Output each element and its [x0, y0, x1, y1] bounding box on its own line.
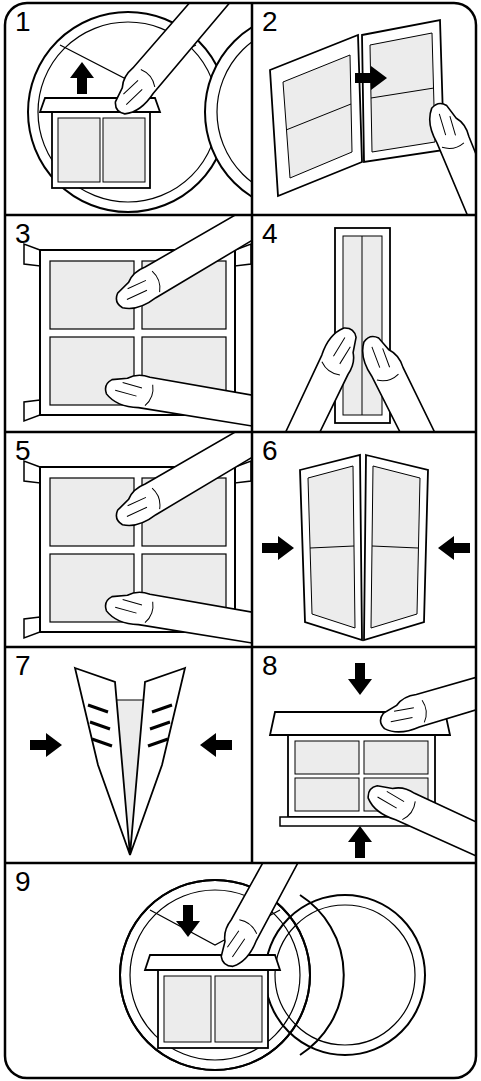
dryer-drum-figure: [120, 880, 310, 1070]
filter-fold-figure: [130, 668, 185, 855]
filter-open-figure: [362, 20, 444, 162]
step-panel: 2: [252, 3, 476, 215]
filter-fold-figure: [75, 668, 130, 855]
panel-grid: [5, 214, 476, 217]
filter-open-figure: [286, 104, 351, 130]
dryer-drum-figure: [120, 863, 425, 1070]
panel-grid: [5, 3, 476, 1078]
dryer-drum-figure: [176, 905, 200, 937]
panel-grid: [5, 431, 476, 434]
filter-close-figure: [295, 778, 359, 811]
step-number: 8: [252, 647, 278, 681]
filter-fold-figure: [364, 455, 428, 640]
filter-open-figure: [423, 97, 476, 215]
panel-grid: [5, 646, 476, 649]
step-number: 5: [5, 432, 31, 466]
filter-open-figure: [355, 66, 387, 90]
step-number: 7: [5, 647, 31, 681]
dryer-drum-figure: [28, 3, 252, 212]
step-number: 1: [5, 3, 31, 37]
panel-grid: [5, 862, 476, 865]
step-number: 6: [252, 432, 278, 466]
filter-fold-figure: [372, 546, 418, 548]
dryer-drum-figure: [205, 12, 252, 212]
filter-fold-figure: [371, 466, 420, 628]
dryer-drum-figure: [211, 863, 323, 972]
filter-closed-figure: [355, 330, 460, 432]
filter-flat-figure: [24, 432, 252, 647]
filter-flat-figure: [109, 432, 252, 533]
step-panel: 9: [5, 863, 476, 1078]
filter-closed-figure: [262, 323, 367, 432]
step-panel: 6: [252, 432, 476, 647]
filter-closed-figure: [262, 228, 461, 432]
step-number: 3: [5, 215, 31, 249]
filter-close-figure: [364, 741, 428, 774]
dryer-drum-figure: [300, 895, 344, 1055]
filter-close-figure: [348, 826, 372, 858]
panel-grid: [5, 3, 476, 1078]
filter-fold-figure: [308, 466, 355, 628]
filter-fold-figure: [148, 705, 172, 746]
filter-close-figure: [376, 658, 476, 737]
filter-close-figure: [363, 775, 476, 863]
filter-open-figure: [270, 20, 476, 215]
filter-fold-figure: [30, 668, 232, 855]
step-panel: 7: [5, 647, 252, 863]
dryer-drum-figure: [164, 976, 211, 1042]
dryer-drum-figure: [120, 880, 310, 1070]
filter-fold-figure: [310, 546, 354, 548]
dryer-drum-figure: [52, 112, 150, 188]
dryer-drum-figure: [217, 24, 252, 200]
step-panel: 1: [5, 3, 252, 215]
step-number: 9: [5, 863, 31, 897]
dryer-drum-figure: [145, 955, 280, 970]
dryer-drum-figure: [265, 895, 425, 1055]
filter-fold-figure: [88, 705, 112, 746]
dryer-drum-figure: [103, 118, 145, 182]
step-number: 2: [252, 3, 278, 37]
dryer-drum-figure: [70, 62, 94, 94]
step-panel: 4: [252, 215, 476, 432]
step-panel: 8: [252, 647, 476, 863]
filter-fold-figure: [300, 455, 362, 640]
filter-fold-figure: [262, 536, 294, 560]
filter-flat-figure: [24, 215, 252, 432]
filter-closed-figure: [362, 236, 363, 415]
filter-fold-figure: [30, 733, 62, 757]
step-panel: 5: [5, 432, 252, 647]
step-panel: 3: [5, 215, 252, 432]
filter-open-figure: [283, 55, 352, 178]
filter-flat-figure: [24, 432, 252, 647]
filter-flat-figure: [103, 369, 252, 431]
dryer-drum-figure: [158, 970, 268, 1048]
dryer-drum-figure: [105, 3, 243, 121]
filter-flat-figure: [109, 215, 252, 316]
filter-fold-figure: [262, 455, 470, 640]
dryer-drum-figure: [215, 976, 262, 1042]
step-number: 4: [252, 215, 278, 249]
filter-open-figure: [270, 35, 362, 196]
filter-open-figure: [371, 88, 434, 98]
filter-closed-figure: [343, 236, 382, 415]
filter-close-figure: [295, 741, 359, 774]
filter-close-figure: [348, 663, 372, 695]
filter-open-figure: [370, 33, 435, 152]
filter-flat-figure: [103, 586, 252, 647]
filter-fold-figure: [438, 536, 470, 560]
filter-close-figure: [270, 658, 476, 863]
filter-fold-figure: [200, 733, 232, 757]
dryer-drum-figure: [58, 118, 100, 182]
